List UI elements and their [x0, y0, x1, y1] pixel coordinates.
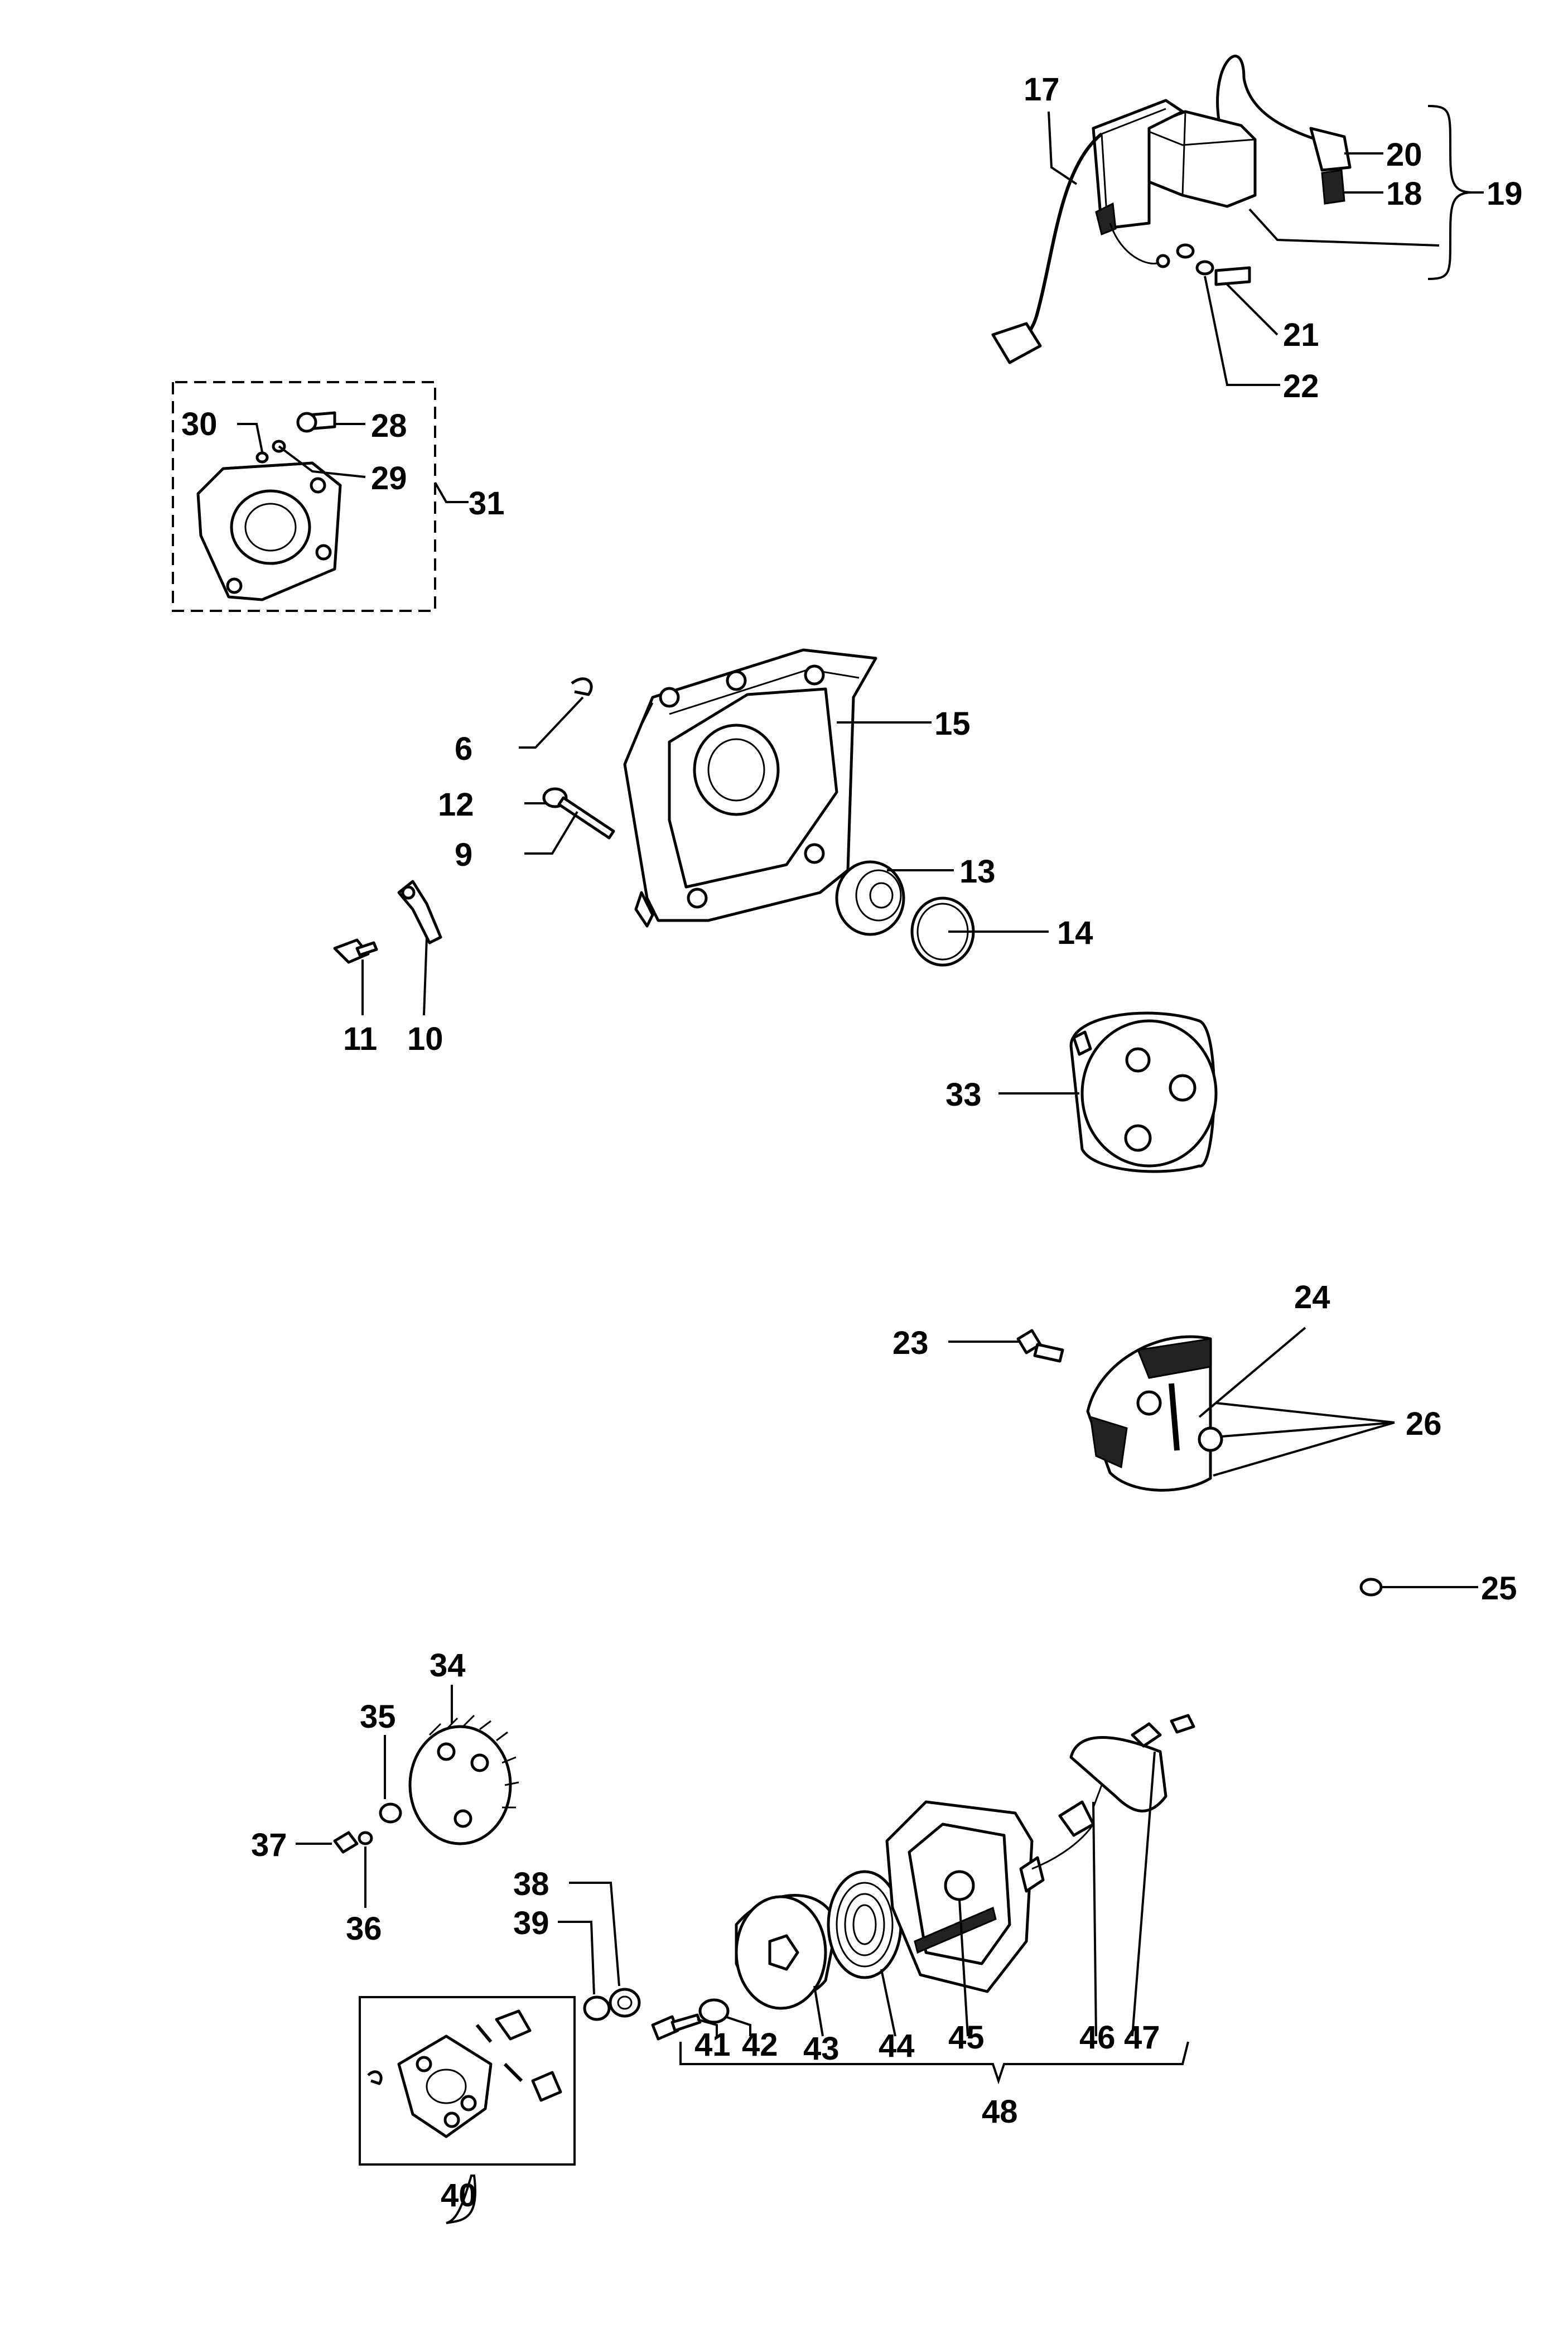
part-label-10: 10 [407, 1021, 443, 1057]
part-label-30: 30 [181, 406, 218, 442]
part-label-19: 19 [1487, 176, 1523, 212]
part-label-17: 17 [1024, 71, 1060, 108]
part-label-25: 25 [1481, 1570, 1517, 1607]
part-label-34: 34 [430, 1647, 466, 1684]
part-label-40: 40 [441, 2177, 477, 2214]
part-label-42: 42 [742, 2027, 778, 2063]
ignition-kit-group: 40 [359, 1996, 576, 2224]
part-label-41: 41 [694, 2027, 731, 2063]
part-label-28: 28 [371, 408, 407, 444]
part-label-11: 11 [343, 1021, 377, 1057]
part-label-20: 20 [1386, 137, 1422, 173]
bearing-housing-kit: 30 28 29 31 [172, 381, 505, 612]
part-label-48: 48 [982, 2094, 1018, 2130]
part-label-38: 38 [513, 1866, 549, 1902]
nut-washer-group: 38 39 [513, 1866, 641, 2021]
part-label-18: 18 [1386, 176, 1422, 212]
part-label-33: 33 [945, 1077, 982, 1113]
part-label-36: 36 [346, 1911, 382, 1947]
clutch-drum-group: 33 [945, 1011, 1218, 1173]
part-label-12: 12 [438, 787, 474, 823]
part-label-22: 22 [1283, 368, 1319, 404]
flywheel-group: 34 35 37 36 [251, 1647, 519, 1947]
part-label-29: 29 [371, 460, 407, 496]
crankcase-group: 6 15 12 9 13 14 11 10 [333, 648, 1093, 1057]
part-label-6: 6 [455, 731, 472, 767]
part-label-39: 39 [513, 1905, 549, 1941]
part-label-31: 31 [469, 485, 505, 522]
part-label-13: 13 [959, 854, 996, 890]
starter-group: 41 42 43 44 45 46 47 48 [651, 1714, 1195, 2130]
part-label-46: 46 [1079, 2019, 1116, 2056]
part-label-35: 35 [360, 1699, 396, 1735]
part-label-23: 23 [892, 1325, 929, 1361]
part-label-45: 45 [948, 2019, 985, 2056]
part-label-43: 43 [803, 2031, 840, 2067]
clutch-group: 24 23 26 25 [892, 1279, 1517, 1607]
ignition-coil-group: 17 20 18 19 21 22 [991, 55, 1523, 404]
part-label-44: 44 [879, 2028, 915, 2064]
part-label-9: 9 [455, 837, 472, 873]
part-label-24: 24 [1294, 1279, 1330, 1315]
part-label-26: 26 [1406, 1406, 1442, 1442]
part-label-14: 14 [1057, 915, 1093, 951]
part-label-21: 21 [1283, 317, 1319, 353]
part-label-15: 15 [934, 706, 971, 742]
part-label-37: 37 [251, 1827, 287, 1863]
part-label-47: 47 [1124, 2019, 1160, 2056]
